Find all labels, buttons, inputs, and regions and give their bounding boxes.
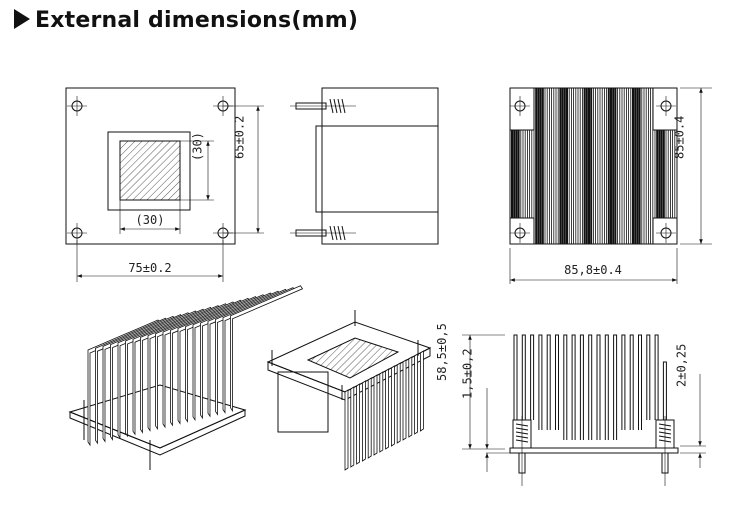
dim-fin-height: 85±0.4 bbox=[672, 116, 686, 159]
dim-plate-thickness: 2±0,25 bbox=[674, 344, 688, 387]
fin bbox=[344, 389, 349, 471]
fin bbox=[530, 334, 535, 420]
fin bbox=[571, 334, 576, 440]
section-title: External dimensions(mm) bbox=[14, 8, 358, 33]
fin bbox=[207, 290, 281, 418]
fin bbox=[546, 334, 551, 430]
fin bbox=[604, 334, 609, 440]
section-title-text: External dimensions(mm) bbox=[35, 8, 359, 33]
fin bbox=[222, 287, 296, 414]
fin bbox=[373, 374, 378, 456]
fin bbox=[662, 361, 667, 420]
fin bbox=[385, 368, 390, 450]
fin bbox=[596, 334, 601, 440]
fin bbox=[162, 301, 236, 429]
fin bbox=[200, 292, 274, 420]
fin bbox=[646, 334, 651, 420]
front-elevation-view: 58,5±0,5 1,5±0,2 2±0,25 bbox=[435, 323, 706, 486]
fin bbox=[230, 285, 304, 413]
fin bbox=[613, 334, 618, 440]
dim-hole-pitch-h: 75±0.2 bbox=[128, 261, 171, 275]
triangle-bullet-icon bbox=[14, 9, 30, 29]
fin bbox=[579, 334, 584, 440]
top-view: (30) (30) 65±0.2 75±0.2 bbox=[65, 87, 264, 282]
fin bbox=[402, 359, 407, 441]
dim-total-height: 58,5±0,5 bbox=[435, 323, 449, 381]
fin bbox=[538, 334, 543, 430]
fin bbox=[356, 383, 361, 465]
fin bbox=[170, 299, 244, 427]
fin bbox=[215, 288, 289, 416]
fin bbox=[147, 305, 221, 432]
fin bbox=[95, 317, 169, 445]
fin bbox=[350, 386, 355, 468]
fin bbox=[563, 334, 568, 440]
isometric-view-center bbox=[266, 310, 432, 471]
fin-top-view: 85±0.4 85,8±0.4 bbox=[509, 87, 712, 284]
fin bbox=[117, 312, 191, 440]
fin bbox=[555, 334, 559, 430]
fin bbox=[367, 377, 372, 459]
fin bbox=[132, 308, 206, 436]
isometric-view-left bbox=[68, 285, 304, 470]
fin bbox=[638, 334, 642, 430]
fin bbox=[408, 356, 413, 438]
fin bbox=[192, 294, 266, 422]
fin bbox=[513, 334, 518, 420]
fin bbox=[629, 334, 634, 430]
dim-hole-pitch-v: 65±0.2 bbox=[232, 116, 246, 159]
fin bbox=[102, 315, 176, 443]
dim-base-thickness: 1,5±0,2 bbox=[461, 348, 475, 399]
fin bbox=[140, 306, 214, 434]
dim-fin-width: 85,8±0.4 bbox=[564, 263, 622, 277]
fin bbox=[390, 365, 395, 447]
fin bbox=[110, 314, 184, 441]
fin bbox=[361, 380, 366, 462]
fin bbox=[414, 353, 419, 435]
block-side bbox=[277, 371, 329, 433]
fin bbox=[87, 319, 161, 447]
fin bbox=[396, 362, 401, 444]
fin bbox=[419, 350, 424, 432]
fin bbox=[521, 334, 526, 420]
fin bbox=[621, 334, 626, 430]
fin bbox=[125, 310, 199, 438]
dim-inner-width: (30) bbox=[136, 213, 165, 227]
fin bbox=[379, 371, 384, 453]
fin bbox=[588, 334, 593, 440]
fin bbox=[185, 296, 259, 423]
fin bbox=[654, 334, 659, 420]
side-view bbox=[290, 87, 439, 245]
fin bbox=[177, 297, 251, 425]
fin bbox=[155, 303, 229, 431]
dim-inner-height: (30) bbox=[191, 132, 205, 161]
